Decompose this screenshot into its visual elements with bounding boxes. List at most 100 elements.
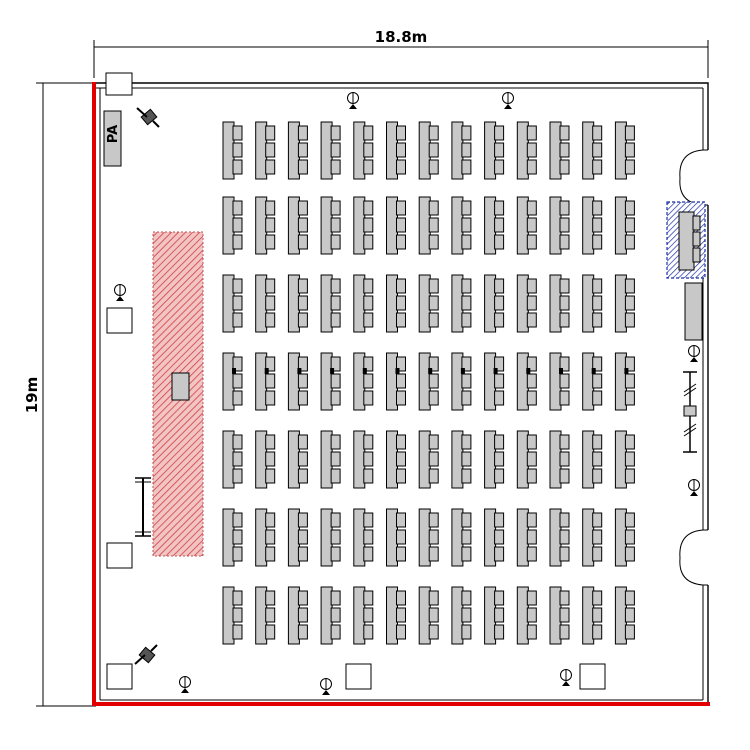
desk-unit	[320, 196, 341, 255]
chair	[330, 234, 341, 250]
chair	[624, 200, 635, 216]
chair	[363, 512, 374, 528]
chair	[330, 278, 341, 294]
chair	[624, 590, 635, 606]
chair	[526, 624, 537, 640]
chair	[428, 159, 439, 175]
chair	[461, 546, 472, 562]
chair	[232, 278, 243, 294]
chair	[265, 312, 276, 328]
chair	[396, 451, 406, 467]
door-top	[679, 149, 708, 206]
chair	[592, 434, 603, 450]
chair	[461, 624, 472, 640]
height-dimension: 19m	[23, 82, 96, 707]
chair	[461, 217, 472, 233]
desk-unit	[549, 274, 570, 333]
desk-unit	[353, 121, 374, 180]
chair	[330, 434, 341, 450]
desk-unit	[418, 586, 439, 645]
chair	[297, 546, 308, 562]
chair	[461, 390, 472, 406]
microphone-icon	[688, 345, 700, 362]
chair	[559, 512, 570, 528]
chair	[363, 451, 374, 467]
chair	[559, 451, 570, 467]
chair	[363, 159, 374, 175]
chair	[363, 312, 374, 328]
chair	[559, 356, 570, 372]
desk-unit	[386, 586, 406, 645]
chair	[428, 512, 439, 528]
chair	[526, 434, 537, 450]
camera-icon	[136, 107, 160, 128]
desk-unit	[582, 352, 603, 411]
desk-unit	[484, 121, 505, 180]
desk-unit	[287, 121, 308, 180]
chair	[428, 546, 439, 562]
chair	[624, 142, 635, 158]
desk-unit	[582, 508, 603, 567]
desk-unit	[614, 352, 635, 411]
chair	[265, 390, 276, 406]
chair	[297, 159, 308, 175]
chair	[526, 529, 537, 545]
chair	[330, 159, 341, 175]
desk-unit	[320, 121, 341, 180]
width-label: 18.8m	[375, 28, 428, 46]
chair	[592, 142, 603, 158]
chair	[297, 607, 308, 623]
chair	[559, 159, 570, 175]
door-bottom	[679, 529, 708, 586]
desk-unit	[516, 121, 537, 180]
desk-unit	[386, 121, 406, 180]
desk-mic-dot	[297, 368, 302, 374]
desk-unit	[451, 196, 472, 255]
chair	[232, 512, 243, 528]
desk-unit	[386, 274, 406, 333]
chair	[592, 312, 603, 328]
chair	[559, 200, 570, 216]
microphone-icon	[320, 678, 332, 695]
chair	[559, 312, 570, 328]
side-table	[684, 282, 703, 341]
desk-unit	[386, 508, 406, 567]
desk-unit	[582, 586, 603, 645]
chair	[494, 217, 505, 233]
control-desk	[666, 201, 706, 279]
chair	[265, 295, 276, 311]
chair	[461, 590, 472, 606]
chair	[592, 125, 603, 141]
chair	[265, 451, 276, 467]
chair	[461, 159, 472, 175]
chair	[297, 529, 308, 545]
chair	[494, 451, 505, 467]
chair	[396, 434, 406, 450]
chair	[265, 234, 276, 250]
chair	[526, 451, 537, 467]
chair	[624, 529, 635, 545]
chair	[396, 624, 406, 640]
microphone-icon	[347, 92, 359, 109]
chair	[232, 590, 243, 606]
chair	[526, 142, 537, 158]
chair	[396, 159, 406, 175]
chair	[232, 607, 243, 623]
chair	[592, 390, 603, 406]
chair	[624, 434, 635, 450]
chair	[297, 125, 308, 141]
desk-mic-dot	[428, 368, 433, 374]
chair	[494, 512, 505, 528]
desk-unit	[255, 508, 276, 567]
chair	[396, 234, 406, 250]
chair	[592, 373, 603, 389]
chair	[624, 373, 635, 389]
desk-unit	[287, 508, 308, 567]
chair	[297, 373, 308, 389]
chair	[461, 295, 472, 311]
chair	[232, 142, 243, 158]
desk-unit	[222, 430, 243, 489]
chair	[297, 200, 308, 216]
chair	[461, 451, 472, 467]
desk-unit	[614, 508, 635, 567]
